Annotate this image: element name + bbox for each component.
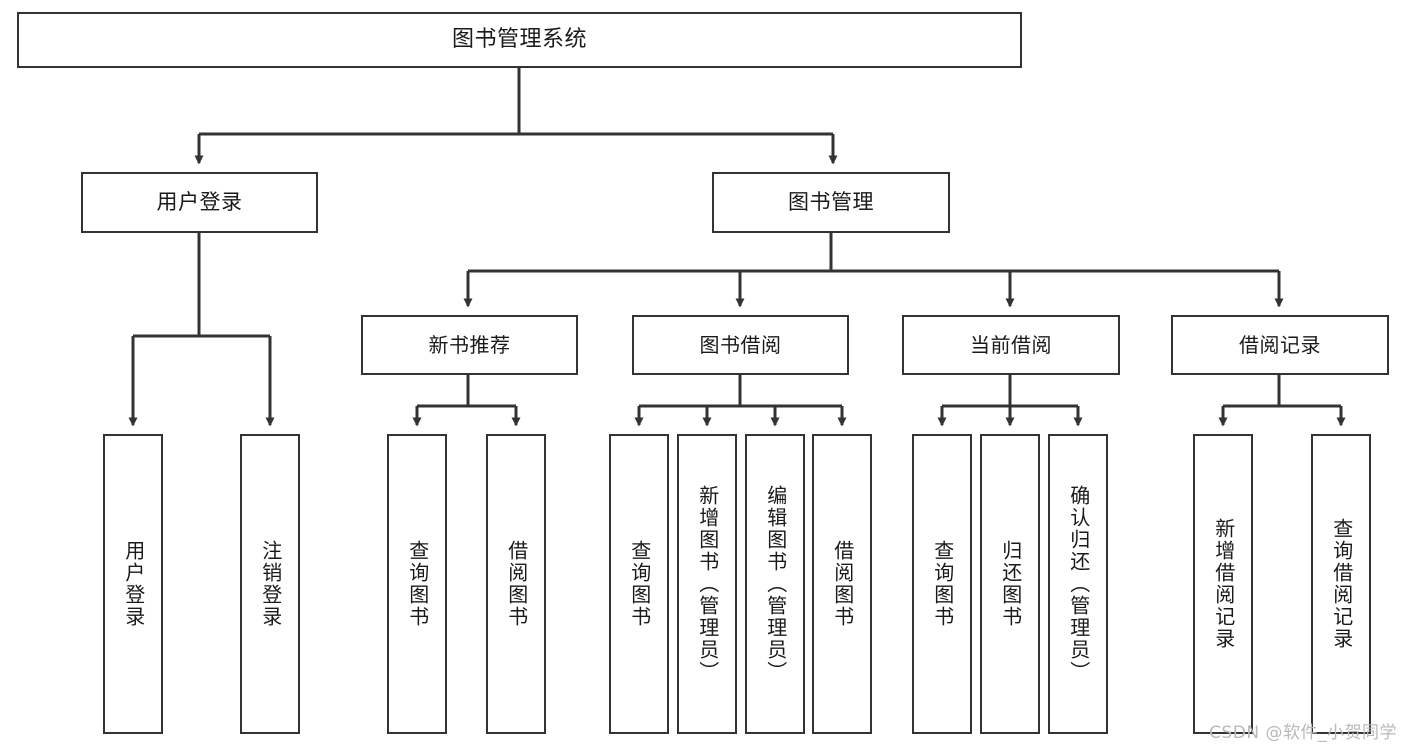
node-book-management-label: 图书管理	[788, 189, 874, 214]
node-leaf-current-query[interactable]: 查询图书	[912, 434, 972, 734]
node-current-borrow[interactable]: 当前借阅	[902, 315, 1120, 375]
node-leaf-current-confirm-return-admin[interactable]: 确认归还（管理员）	[1048, 434, 1108, 734]
node-leaf-current-return[interactable]: 归还图书	[980, 434, 1040, 734]
node-leaf-record-query-label: 查询借阅记录	[1329, 518, 1354, 650]
node-leaf-current-query-label: 查询图书	[930, 540, 955, 628]
node-borrow-records[interactable]: 借阅记录	[1171, 315, 1389, 375]
node-leaf-book-borrow-query[interactable]: 查询图书	[609, 434, 669, 734]
node-leaf-book-borrow-query-label: 查询图书	[627, 540, 652, 628]
node-leaf-current-confirm-return-admin-label: 确认归还（管理员）	[1066, 485, 1091, 683]
node-leaf-book-borrow-action-label: 借阅图书	[830, 540, 855, 628]
node-leaf-new-book-borrow-label: 借阅图书	[504, 540, 529, 628]
node-book-management[interactable]: 图书管理	[712, 172, 950, 233]
node-book-borrow[interactable]: 图书借阅	[632, 315, 849, 375]
watermark-text: CSDN @软件_小贺同学	[1209, 723, 1397, 743]
node-leaf-book-borrow-action[interactable]: 借阅图书	[812, 434, 872, 734]
node-leaf-current-return-label: 归还图书	[998, 540, 1023, 628]
node-leaf-new-book-query-label: 查询图书	[405, 540, 430, 628]
node-root-system-label: 图书管理系统	[451, 26, 587, 52]
node-leaf-record-add-label: 新增借阅记录	[1211, 518, 1236, 650]
node-leaf-user-login-signin[interactable]: 用户登录	[103, 434, 163, 734]
node-leaf-book-edit-admin[interactable]: 编辑图书（管理员）	[745, 434, 805, 734]
node-user-login-label: 用户登录	[156, 189, 243, 214]
node-leaf-book-add-admin[interactable]: 新增图书（管理员）	[677, 434, 737, 734]
node-leaf-record-query[interactable]: 查询借阅记录	[1311, 434, 1371, 734]
node-new-book-recommend-label: 新书推荐	[428, 332, 511, 357]
node-leaf-record-add[interactable]: 新增借阅记录	[1193, 434, 1253, 734]
node-root-system[interactable]: 图书管理系统	[17, 12, 1022, 68]
node-new-book-recommend[interactable]: 新书推荐	[361, 315, 578, 375]
node-leaf-book-add-admin-label: 新增图书（管理员）	[695, 485, 720, 683]
node-book-borrow-label: 图书借阅	[699, 332, 782, 357]
node-current-borrow-label: 当前借阅	[970, 332, 1052, 357]
node-leaf-user-login-signin-label: 用户登录	[121, 540, 146, 628]
node-leaf-new-book-borrow[interactable]: 借阅图书	[486, 434, 546, 734]
node-leaf-book-edit-admin-label: 编辑图书（管理员）	[763, 485, 788, 683]
node-borrow-records-label: 借阅记录	[1239, 332, 1321, 357]
node-leaf-user-login-signout-label: 注销登录	[258, 540, 283, 628]
node-leaf-user-login-signout[interactable]: 注销登录	[240, 434, 300, 734]
node-user-login[interactable]: 用户登录	[81, 172, 318, 233]
node-leaf-new-book-query[interactable]: 查询图书	[387, 434, 447, 734]
